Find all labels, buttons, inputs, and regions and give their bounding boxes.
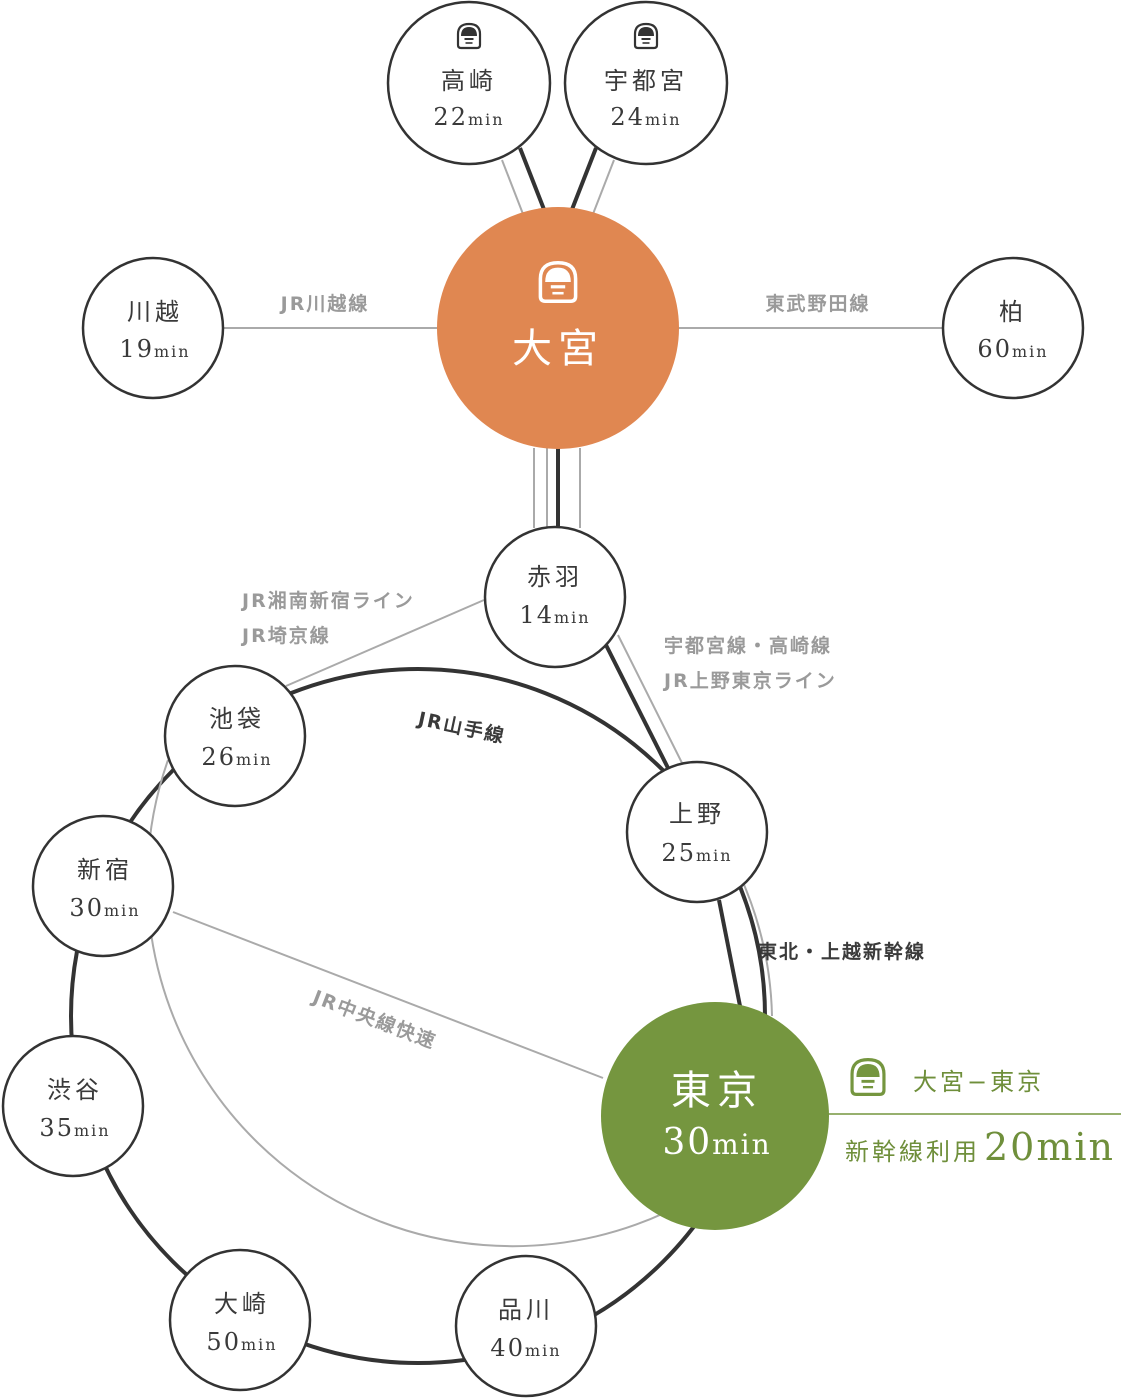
utsunomiya-parallel [592, 159, 615, 215]
label-utsunomiya-takasaki-line: 宇都宮線・高崎線 [664, 634, 832, 657]
label-chuo-line: JR中央線快速 [308, 985, 440, 1054]
station-name: 池袋 [209, 705, 265, 733]
station-name: 渋谷 [47, 1076, 103, 1104]
tokyo-circle [601, 1002, 829, 1230]
tokyo-name: 東京 [671, 1068, 763, 1114]
shinkansen-line [717, 899, 742, 1007]
station-shinjuku[interactable]: 新宿 30min [31, 814, 175, 958]
takasaki-parallel [501, 159, 524, 215]
shinkansen-icon [850, 1058, 886, 1096]
station-circle [386, 0, 552, 166]
station-circle [483, 525, 627, 669]
station-time: 40min [490, 1334, 561, 1362]
station-name: 川越 [127, 298, 183, 326]
station-circle [563, 0, 729, 166]
station-circle [168, 1248, 312, 1392]
label-saikyo-line: JR埼京線 [240, 624, 331, 647]
station-time: 25min [661, 839, 732, 867]
station-name: 新宿 [77, 856, 133, 884]
station-time: 30min [69, 894, 140, 922]
station-name: 品川 [498, 1296, 554, 1324]
station-time: 24min [610, 103, 681, 131]
hub-name: 大宮 [512, 326, 604, 372]
label-kawagoe-line: JR川越線 [279, 292, 370, 315]
station-osaki[interactable]: 大崎 50min [168, 1248, 312, 1392]
stations: 高崎 22min 宇都宮 24min 川越 19min 大宮 柏 60min [1, 0, 1085, 1398]
tokyo-time: 30min [662, 1122, 771, 1163]
station-utsunomiya[interactable]: 宇都宮 24min [563, 0, 729, 166]
takasaki-line [518, 147, 547, 213]
station-name: 上野 [669, 800, 725, 828]
tokaido-parallel [741, 879, 773, 1017]
note-route: 大宮−東京 [913, 1068, 1044, 1096]
station-circle [625, 760, 769, 904]
chuo-line [172, 911, 604, 1079]
station-circle [163, 664, 307, 808]
station-kawagoe[interactable]: 川越 19min [81, 256, 225, 400]
keihin-tohoku-line [604, 644, 671, 771]
station-name: 赤羽 [527, 563, 583, 591]
station-ikebukuro[interactable]: 池袋 26min [163, 664, 307, 808]
label-shinkansen-line: 東北・上越新幹線 [758, 940, 926, 963]
station-circle [1, 1034, 145, 1178]
station-shinagawa[interactable]: 品川 40min [454, 1254, 598, 1398]
station-name: 宇都宮 [604, 67, 688, 95]
station-time: 19min [119, 335, 190, 363]
utsunomiya-line [569, 147, 598, 213]
label-yamanote-line: JR山手線 [414, 707, 508, 748]
station-time: 35min [39, 1114, 110, 1142]
station-circle [454, 1254, 598, 1398]
station-time: 22min [433, 103, 504, 131]
station-name: 柏 [999, 298, 1027, 326]
label-tobu-noda-line: 東武野田線 [765, 292, 870, 315]
station-time: 50min [206, 1328, 277, 1356]
saikyo-line [285, 599, 485, 687]
station-shibuya[interactable]: 渋谷 35min [1, 1034, 145, 1178]
station-time: 26min [201, 743, 272, 771]
network-lines [69, 147, 1121, 1365]
station-ueno[interactable]: 上野 25min [625, 760, 769, 904]
station-circle [81, 256, 225, 400]
station-circle [31, 814, 175, 958]
station-takasaki[interactable]: 高崎 22min [386, 0, 552, 166]
hub-circle [437, 207, 679, 449]
station-name: 高崎 [441, 67, 497, 95]
station-kashiwa[interactable]: 柏 60min [941, 256, 1085, 400]
station-time: 60min [977, 335, 1048, 363]
station-omiya[interactable]: 大宮 [437, 207, 679, 449]
station-tokyo[interactable]: 東京 30min [601, 1002, 829, 1230]
station-name: 大崎 [214, 1290, 270, 1318]
label-ueno-tokyo-line: JR上野東京ライン [662, 669, 837, 692]
station-circle [941, 256, 1085, 400]
station-akabane[interactable]: 赤羽 14min [483, 525, 627, 669]
label-shonan-shinjuku-line: JR湘南新宿ライン [240, 589, 415, 612]
station-time: 14min [519, 601, 590, 629]
yamanote-parallel [146, 759, 698, 1248]
ueno-tokyo-line [617, 634, 683, 764]
